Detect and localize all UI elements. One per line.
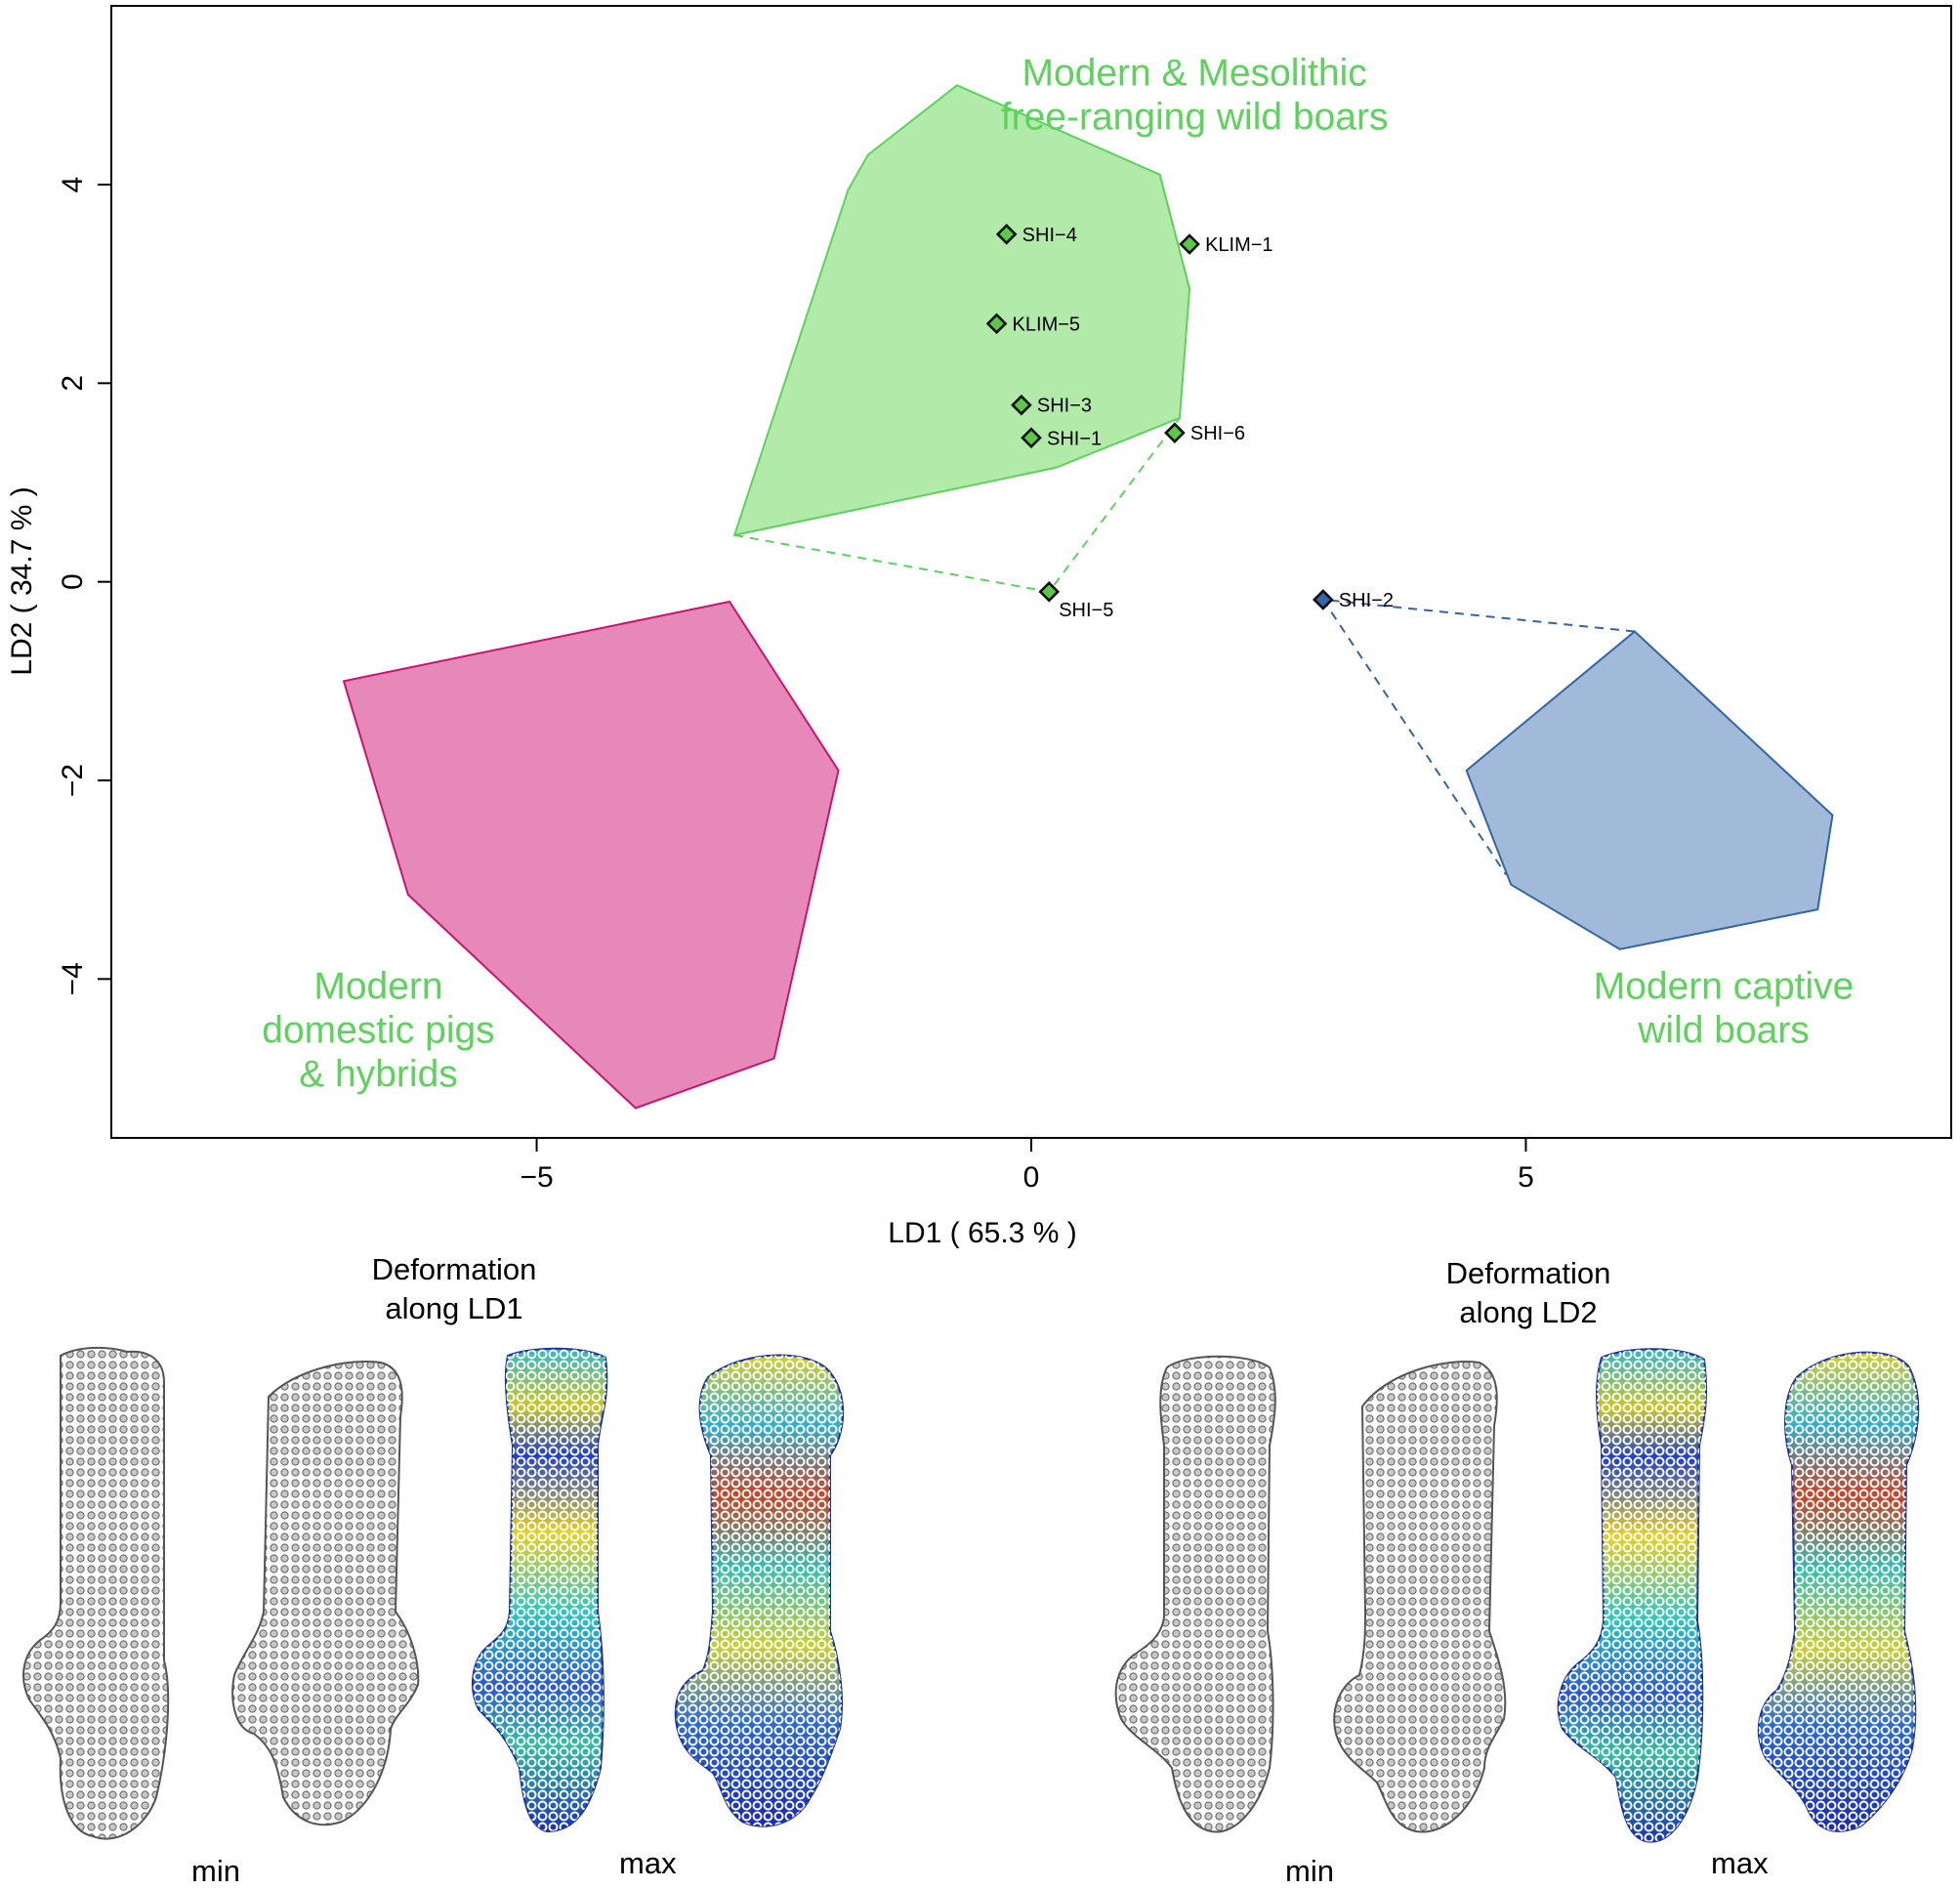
data-point-label-6: SHI−5 bbox=[1059, 600, 1113, 621]
data-point-0 bbox=[995, 223, 1018, 245]
y-tick-label-4: 4 bbox=[57, 177, 89, 193]
ld2-max-label: max bbox=[1711, 1846, 1769, 1880]
bone-ld2-max bbox=[1557, 1348, 1708, 1843]
data-point-label-1: KLIM−1 bbox=[1205, 234, 1272, 256]
ld1-max-label: max bbox=[619, 1846, 677, 1880]
x-tick-label-2: 5 bbox=[1518, 1161, 1534, 1194]
bone-ld2-min-view2 bbox=[1333, 1361, 1507, 1833]
y-tick-label-1: −2 bbox=[57, 764, 89, 797]
data-point-5 bbox=[1164, 422, 1186, 444]
ld1-min-label: min bbox=[191, 1854, 240, 1888]
bone-ld1-max bbox=[472, 1347, 608, 1833]
data-point-label-0: SHI−4 bbox=[1022, 225, 1077, 246]
hull-polygon-2 bbox=[1465, 630, 1834, 950]
hull-polygon-0 bbox=[732, 84, 1191, 537]
data-point-label-7: SHI−2 bbox=[1339, 590, 1394, 611]
data-point-3 bbox=[1011, 394, 1032, 416]
data-point-label-2: KLIM−5 bbox=[1013, 314, 1080, 335]
data-point-4 bbox=[1021, 427, 1042, 449]
bone-ld1-max-view2 bbox=[674, 1354, 845, 1827]
data-point-6 bbox=[1038, 580, 1061, 603]
data-point-label-5: SHI−6 bbox=[1190, 423, 1245, 444]
data-point-7 bbox=[1312, 589, 1334, 610]
y-tick-label-3: 2 bbox=[57, 375, 89, 392]
bone-deformation-panel bbox=[22, 1346, 1920, 1843]
hull-polygon-1 bbox=[342, 600, 840, 1110]
y-tick-label-2: 0 bbox=[57, 573, 89, 590]
deformation-ld2-title: Deformation along LD2 bbox=[1445, 1256, 1611, 1329]
bone-ld2-min bbox=[1114, 1355, 1276, 1833]
x-axis-title: LD1 ( 65.3 % ) bbox=[888, 1217, 1076, 1249]
deformation-ld1-title: Deformation along LD1 bbox=[371, 1252, 537, 1325]
x-tick-label-0: −5 bbox=[520, 1161, 553, 1194]
y-tick-label-0: −4 bbox=[57, 962, 89, 995]
bone-ld1-min bbox=[22, 1346, 170, 1840]
x-tick-label-1: 0 bbox=[1023, 1161, 1040, 1194]
data-point-2 bbox=[985, 313, 1008, 335]
data-point-label-4: SHI−1 bbox=[1047, 428, 1102, 449]
bone-ld2-max-view2 bbox=[1757, 1351, 1920, 1832]
y-axis-title: LD2 ( 34.7 % ) bbox=[6, 486, 38, 675]
ld2-min-label: min bbox=[1285, 1854, 1334, 1888]
hull-dashed-link-0-0 bbox=[1158, 174, 1191, 290]
bone-ld1-min-view2 bbox=[231, 1361, 420, 1826]
data-point-label-3: SHI−3 bbox=[1037, 396, 1092, 417]
data-point-1 bbox=[1179, 233, 1200, 255]
